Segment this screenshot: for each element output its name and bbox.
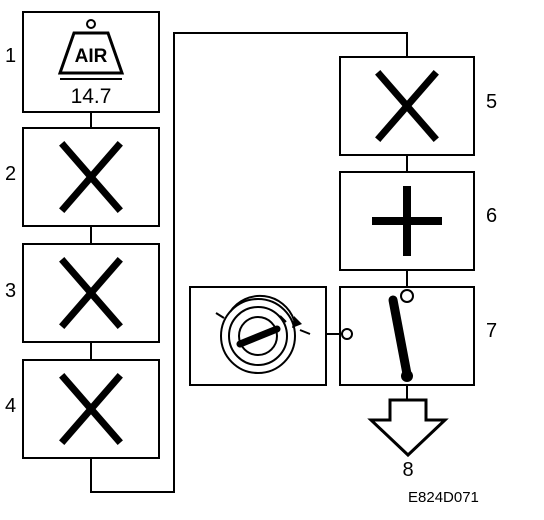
step-number-7: 7 — [486, 320, 497, 342]
figure-code: E824D071 — [408, 489, 479, 506]
x-mark-icon — [59, 257, 123, 329]
step-number-6: 6 — [486, 205, 497, 227]
step-number-8: 8 — [402, 459, 413, 481]
step-number-4: 4 — [5, 395, 16, 417]
ignition-switch-box — [189, 286, 327, 386]
step-7-box — [339, 286, 475, 386]
step-number-2: 2 — [5, 163, 16, 185]
step-number-3: 3 — [5, 280, 16, 302]
air-label: AIR — [75, 46, 108, 67]
plus-mark-icon — [372, 186, 442, 256]
step-1-box: AIR 14.7 — [22, 11, 160, 113]
x-mark-icon — [59, 141, 123, 213]
step-2-box — [22, 127, 160, 227]
step-number-1: 1 — [5, 45, 16, 67]
pressure-value: 14.7 — [71, 85, 112, 108]
step-4-box — [22, 359, 160, 459]
ignition-switch-icon — [215, 294, 311, 374]
step-3-box — [22, 243, 160, 343]
lever-icon — [388, 289, 414, 382]
x-mark-icon — [375, 70, 439, 142]
x-mark-icon — [59, 373, 123, 445]
air-pressure-icon: AIR — [57, 19, 125, 75]
step-number-5: 5 — [486, 91, 497, 113]
step-6-box — [339, 171, 475, 271]
connector-lines — [90, 32, 408, 493]
down-arrow-icon — [367, 398, 449, 458]
step-5-box — [339, 56, 475, 156]
